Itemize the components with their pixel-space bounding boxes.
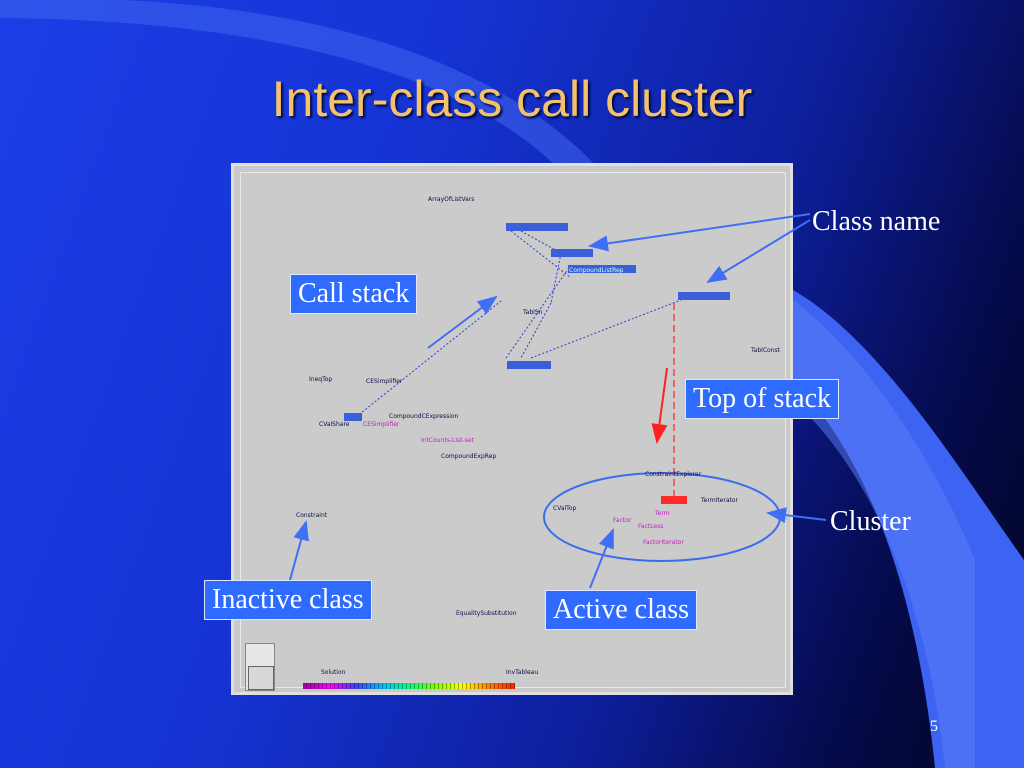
color-spectrum-bar — [303, 683, 515, 689]
class-label-active: FactorIterator — [643, 539, 684, 546]
cluster-label: Cluster — [830, 506, 911, 537]
class-label: Solution — [321, 669, 346, 676]
call-stack-callout: Call stack — [290, 274, 418, 315]
class-label-active: CESimplifier — [363, 421, 400, 428]
class-label: CompoundExpRep — [441, 453, 497, 460]
class-label: CESimplifier — [366, 378, 403, 385]
class-label: ArrayOfListVars — [428, 196, 475, 203]
class-label: CompoundCExpression — [389, 413, 459, 420]
inactive-class-callout: Inactive class — [204, 580, 372, 621]
top-of-stack-callout: Top of stack — [685, 379, 840, 420]
class-label: TablConst — [751, 347, 780, 354]
class-label-active: Factor — [613, 517, 632, 524]
class-label: TermIterator — [701, 497, 738, 504]
class-bar — [678, 292, 730, 300]
class-label: IneqTop — [309, 376, 333, 383]
class-bar — [507, 361, 551, 369]
page-number: 5 — [930, 718, 938, 735]
top-of-stack-bar — [661, 496, 687, 504]
mini-panel — [245, 643, 275, 691]
class-label: EqualitySubstitution — [456, 610, 517, 617]
class-label: ConstraintExplorer — [645, 471, 702, 478]
class-bar — [568, 265, 636, 273]
mini-panel-box — [248, 666, 274, 690]
class-label: InvTableau — [506, 669, 539, 676]
class-label-active: IntCounts-List-set — [421, 437, 474, 444]
class-label-active: Term — [655, 510, 670, 517]
class-name-label: Class name — [812, 206, 941, 237]
class-label-active: FactLess — [638, 523, 664, 530]
class-label: TablSn — [523, 309, 543, 316]
class-label: CValTop — [553, 505, 577, 512]
slide-title: Inter-class call cluster — [271, 71, 753, 127]
class-bar — [551, 249, 593, 257]
class-label: CValShare — [319, 421, 350, 428]
class-label: Constraint — [296, 512, 328, 519]
class-bar — [506, 223, 568, 231]
class-bar — [344, 413, 362, 421]
class-label: CompoundListRep — [569, 267, 624, 274]
active-class-callout: Active class — [545, 590, 698, 631]
